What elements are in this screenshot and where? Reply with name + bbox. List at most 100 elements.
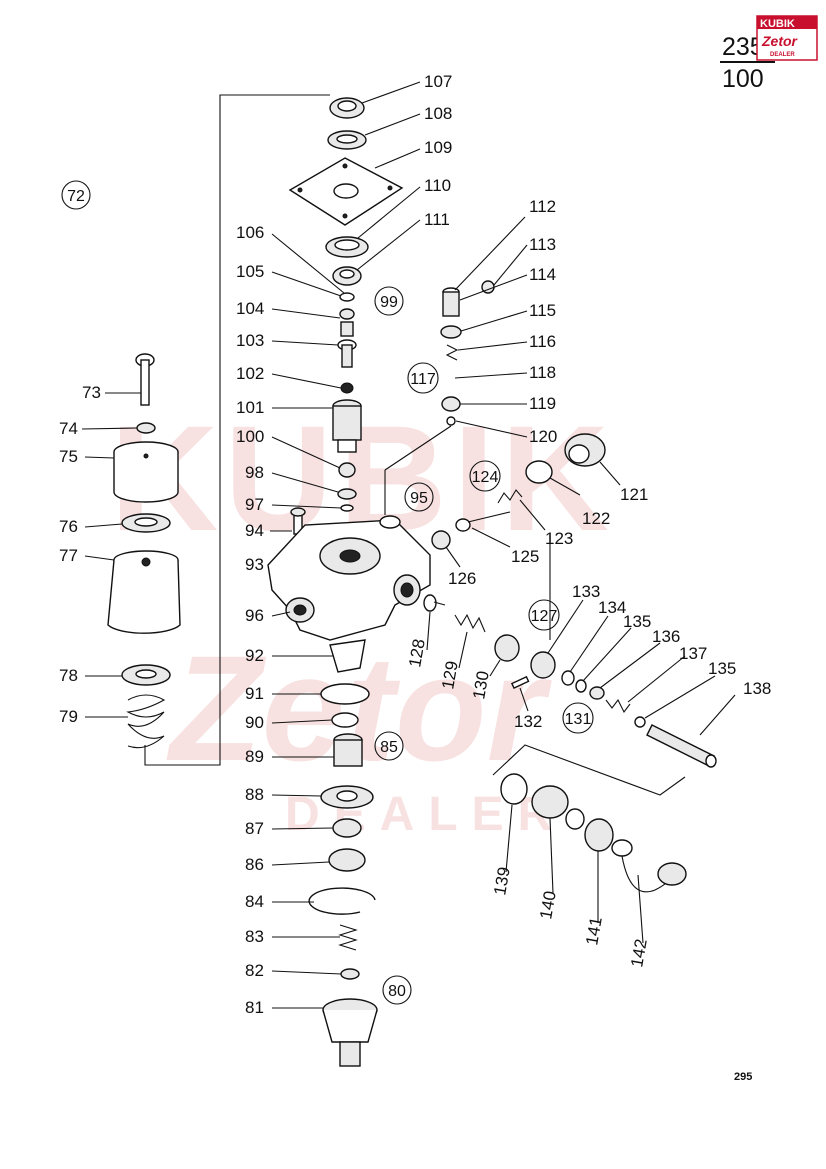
label-111: 111 [424, 210, 450, 229]
part-104-nut [339, 308, 355, 320]
label-84: 84 [245, 892, 264, 911]
part-111-ring [332, 266, 362, 286]
label-98: 98 [245, 463, 264, 482]
label-133: 133 [572, 582, 600, 601]
part-97-ring [340, 504, 354, 512]
part-128-piston [423, 594, 446, 612]
label-114: 114 [529, 265, 556, 284]
svg-text:127: 127 [531, 608, 558, 625]
label-135b: 135 [708, 659, 736, 678]
label-125: 125 [511, 547, 539, 566]
label-130: 130 [469, 669, 493, 700]
label-94: 94 [245, 521, 264, 540]
label-93: 93 [245, 555, 264, 574]
part-135b-oring [634, 716, 646, 728]
label-136: 136 [652, 627, 680, 646]
label-112: 112 [529, 197, 556, 216]
label-74: 74 [59, 419, 78, 438]
part-125-pin [455, 511, 511, 532]
label-115: 115 [529, 301, 556, 320]
part-105-ring [339, 292, 355, 302]
part-122-oring [525, 460, 553, 484]
part-137-spring [605, 698, 631, 714]
part-90-oring [331, 712, 359, 728]
part-82-washer [340, 968, 360, 980]
logo-brand: KUBIK [760, 18, 795, 30]
label-109: 109 [424, 138, 452, 157]
part-78-ring [121, 664, 171, 686]
part-107-seal [329, 97, 365, 119]
label-91: 91 [245, 684, 264, 703]
label-81: 81 [245, 998, 264, 1017]
bracket-line [144, 94, 330, 766]
label-108: 108 [424, 104, 452, 123]
part-86-seal [328, 848, 366, 872]
part-120-ball [446, 416, 456, 426]
svg-text:72: 72 [67, 188, 85, 205]
label-107: 107 [424, 72, 452, 91]
label-120: 120 [529, 427, 557, 446]
svg-text:85: 85 [380, 739, 398, 756]
part-75-cover [113, 441, 179, 503]
label-90: 90 [245, 713, 264, 732]
part-109-plate [288, 157, 404, 226]
logo-band [757, 16, 817, 29]
svg-text:95: 95 [410, 490, 428, 507]
logo-subbrand: Zetor [761, 33, 799, 49]
label-135: 135 [623, 612, 651, 631]
group-95: 95 [404, 482, 434, 512]
group-124: 124 [469, 460, 501, 492]
part-98-ring [337, 488, 357, 500]
part-83-spring [338, 924, 358, 951]
part-77-cylinder [107, 550, 181, 634]
part-87-ring [332, 818, 362, 838]
svg-text:80: 80 [388, 983, 406, 1000]
part-100-cap [338, 462, 356, 478]
label-110: 110 [424, 176, 451, 195]
part-129-spring [454, 613, 486, 633]
part-91-oring [320, 683, 370, 705]
label-101: 101 [236, 398, 264, 417]
label-126: 126 [448, 569, 476, 588]
label-119: 119 [529, 394, 556, 413]
part-84-circlip [308, 887, 376, 915]
part-136-ring [589, 686, 605, 700]
label-79: 79 [59, 707, 78, 726]
part-138-shaft [646, 724, 717, 768]
label-86: 86 [245, 855, 264, 874]
part-119-seat [441, 396, 461, 412]
label-78: 78 [59, 666, 78, 685]
part-115-nut [440, 325, 462, 339]
group-80: 80 [382, 975, 412, 1005]
label-128: 128 [405, 637, 429, 668]
part-141-ring [584, 818, 614, 852]
sheet-denominator: 100 [722, 65, 764, 93]
part-81-housing [322, 998, 378, 1067]
part-133-sleeve [530, 651, 556, 679]
label-138: 138 [743, 679, 771, 698]
part-74-washer [136, 422, 156, 434]
part-102-ball [340, 382, 354, 394]
part-134-oring [561, 670, 575, 686]
leader-lines [81, 81, 736, 1009]
part-140-fitting [531, 785, 585, 830]
group-99: 99 [374, 286, 404, 316]
label-96: 96 [245, 606, 264, 625]
label-77: 77 [59, 546, 78, 565]
part-93-valve-body [267, 515, 431, 641]
label-103: 103 [236, 331, 264, 350]
part-108-washer [327, 130, 367, 150]
parts-drawings [107, 97, 717, 1067]
label-140: 140 [536, 889, 560, 920]
part-132-pin [510, 675, 530, 690]
group-85: 85 [374, 731, 404, 761]
svg-text:99: 99 [380, 294, 398, 311]
part-142-dust-cap [611, 839, 687, 893]
label-92: 92 [245, 646, 264, 665]
label-83: 83 [245, 927, 264, 946]
part-94-screw [290, 507, 306, 535]
part-88-disc [320, 785, 374, 809]
part-92-sleeve [329, 639, 366, 673]
part-104-spring [340, 321, 354, 337]
group-131: 131 [562, 702, 594, 734]
